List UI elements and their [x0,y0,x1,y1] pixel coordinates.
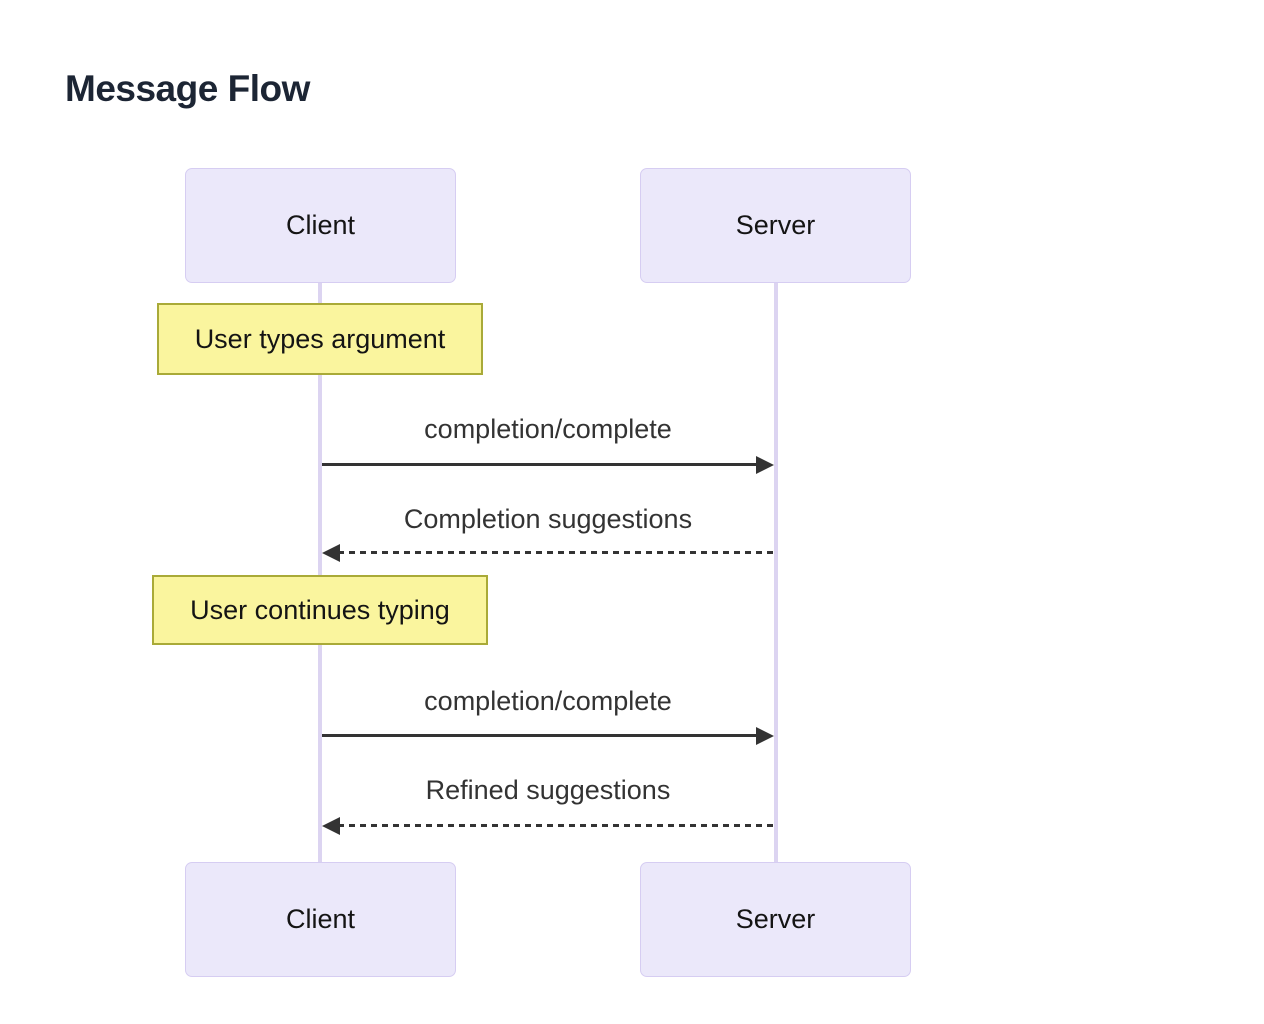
message-label-refined-suggestions: Refined suggestions [425,775,671,805]
page-title: Message Flow [65,68,310,109]
actor-server-top: Server [640,168,911,283]
arrowhead-right-icon [756,727,774,745]
actor-client-bottom: Client [185,862,456,977]
note-user-types-argument: User types argument [157,303,483,375]
lifeline-client [318,283,322,862]
arrow-completion-suggestions [322,544,774,562]
actor-label-client: Client [285,904,356,934]
lifeline-server [774,283,778,862]
note-text: User continues typing [190,594,450,625]
arrowhead-left-icon [322,817,340,835]
message-label-completion-complete-1: completion/complete [424,414,672,444]
arrow-line-dashed [338,551,774,554]
arrow-line [322,734,758,737]
message-label-completion-complete-2: completion/complete [424,686,672,716]
arrowhead-right-icon [756,456,774,474]
arrow-refined-suggestions [322,817,774,835]
arrow-completion-complete-1 [322,456,774,474]
actor-server-bottom: Server [640,862,911,977]
arrowhead-left-icon [322,544,340,562]
actor-label-client: Client [285,210,356,240]
actor-label-server: Server [735,904,816,934]
arrow-line-dashed [338,824,774,827]
arrow-completion-complete-2 [322,727,774,745]
note-user-continues-typing: User continues typing [152,575,488,645]
note-text: User types argument [194,323,446,354]
actor-label-server: Server [735,210,816,240]
actor-client-top: Client [185,168,456,283]
arrow-line [322,463,758,466]
message-label-completion-suggestions: Completion suggestions [403,504,693,534]
